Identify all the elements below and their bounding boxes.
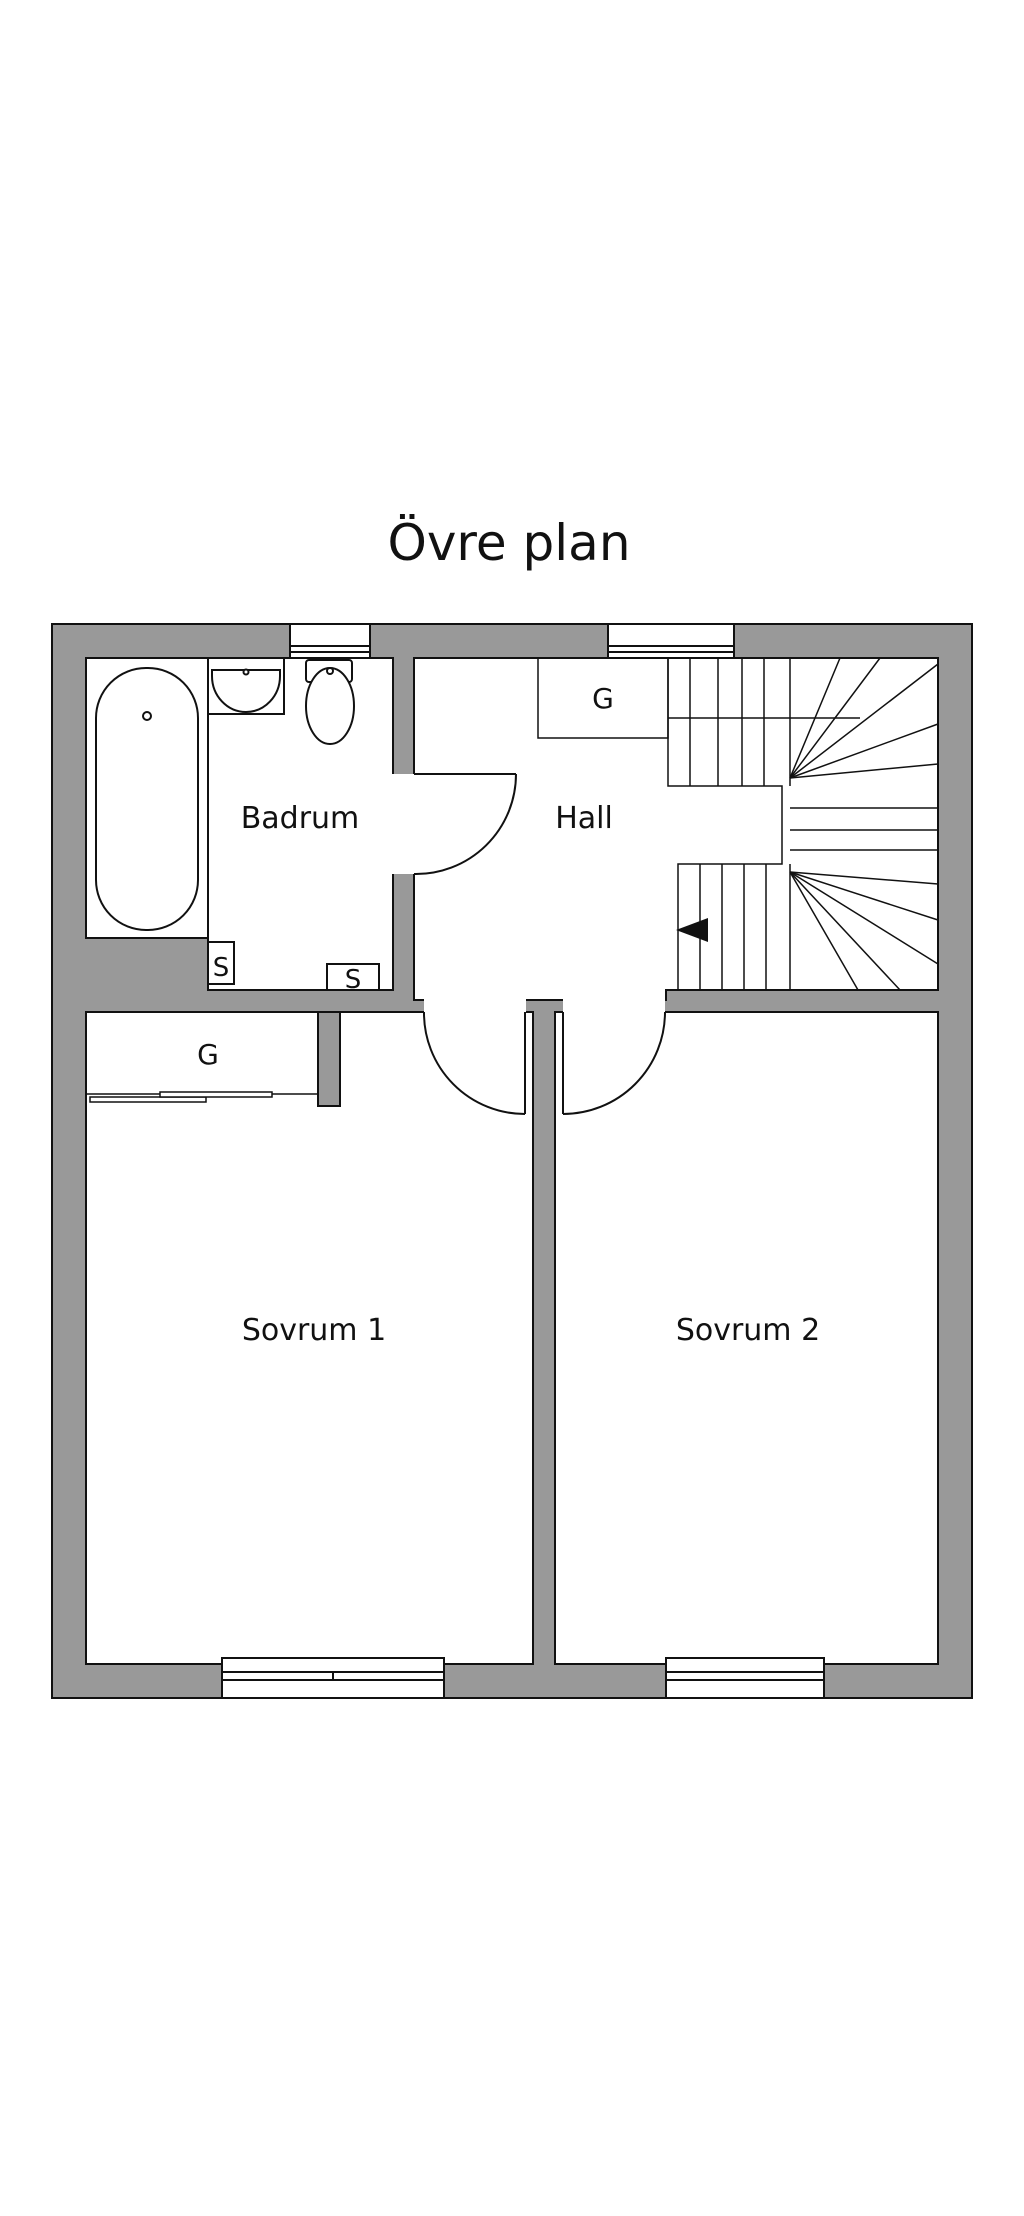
room-label-badrum: Badrum (241, 801, 360, 836)
room-labels: Badrum Hall Sovrum 1 Sovrum 2 (241, 801, 820, 1348)
room-label-sovrum2: Sovrum 2 (676, 1313, 820, 1348)
garderob-marker-hall: G (592, 682, 614, 715)
garderob-marker-sovrum1: G (197, 1038, 219, 1071)
sovrum2-door-opening (563, 988, 665, 1014)
window-sovrum2 (665, 1657, 825, 1699)
badrum-door (413, 773, 517, 876)
floor-title: Övre plan (387, 514, 630, 572)
skap-box-2 (326, 963, 380, 991)
bathroom-fixtures (85, 657, 380, 991)
fixture-markers: G G S S (197, 682, 614, 1071)
window-badrum (289, 623, 371, 659)
window-sovrum1 (221, 1657, 445, 1699)
closet-wall (317, 1011, 341, 1107)
door-openings (392, 774, 665, 1014)
sink (207, 657, 285, 715)
stair-middle (790, 807, 938, 851)
sovrum2-floor (554, 1011, 939, 1665)
stair-direction-arrow-icon (676, 918, 708, 942)
badrum-door-opening (392, 774, 416, 874)
windows (221, 623, 825, 1699)
bathtub (85, 657, 209, 939)
sovrum1-door (422, 1011, 526, 1115)
skap-marker-2: S (345, 965, 362, 995)
skap-box-1 (207, 941, 235, 985)
stair-outline (667, 658, 783, 990)
room-label-hall: Hall (555, 801, 613, 836)
stair-winders-upper (789, 657, 939, 779)
staircase (667, 657, 939, 991)
door-swings (413, 773, 666, 1115)
sovrum2-door (562, 1011, 666, 1115)
sovrum1-closet (86, 1091, 318, 1103)
stair-treads-upper (668, 658, 860, 786)
window-hall (607, 623, 735, 659)
hall-floor (413, 657, 939, 1001)
room-label-sovrum1: Sovrum 1 (242, 1313, 386, 1348)
sovrum1-door-opening (424, 988, 526, 1014)
toilet (305, 659, 355, 745)
stair-winders-lower (789, 871, 939, 991)
skap-marker-1: S (213, 953, 230, 983)
room-floors (85, 657, 939, 1665)
